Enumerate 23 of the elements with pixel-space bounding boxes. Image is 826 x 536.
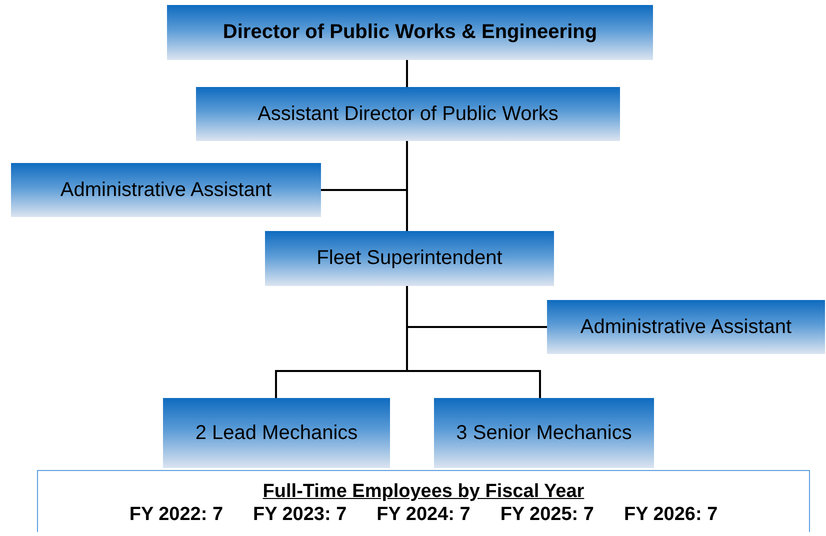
fiscal-year-count: FY 2025: 7	[500, 503, 594, 527]
fiscal-year-count: FY 2022: 7	[129, 503, 224, 527]
position-box	[163, 398, 390, 468]
position-title: Fleet Superintendent	[316, 247, 502, 270]
position-title: 2 Lead Mechanics	[195, 422, 358, 444]
summary-panel	[37, 470, 810, 532]
summary-heading: Full-Time Employees by Fiscal Year	[262, 481, 584, 503]
connector-line	[406, 60, 408, 87]
position-box	[11, 163, 321, 217]
position-box	[196, 87, 620, 141]
position-title: Administrative Assistant	[60, 178, 272, 202]
position-title: 3 Senior Mechanics	[456, 422, 632, 444]
position-box	[265, 231, 554, 286]
position-title: Director of Public Works & Engineering	[222, 21, 598, 44]
fiscal-year-count: FY 2026: 7	[624, 503, 718, 527]
fiscal-year-count: FY 2023: 7	[253, 503, 347, 527]
connector-line	[406, 286, 541, 398]
position-box	[434, 398, 654, 468]
position-title: Assistant Director of Public Works	[258, 102, 558, 126]
position-title: Administrative Assistant	[580, 316, 792, 338]
fiscal-year-count: FY 2024: 7	[376, 503, 470, 527]
position-box	[547, 300, 825, 354]
position-box	[167, 5, 653, 60]
